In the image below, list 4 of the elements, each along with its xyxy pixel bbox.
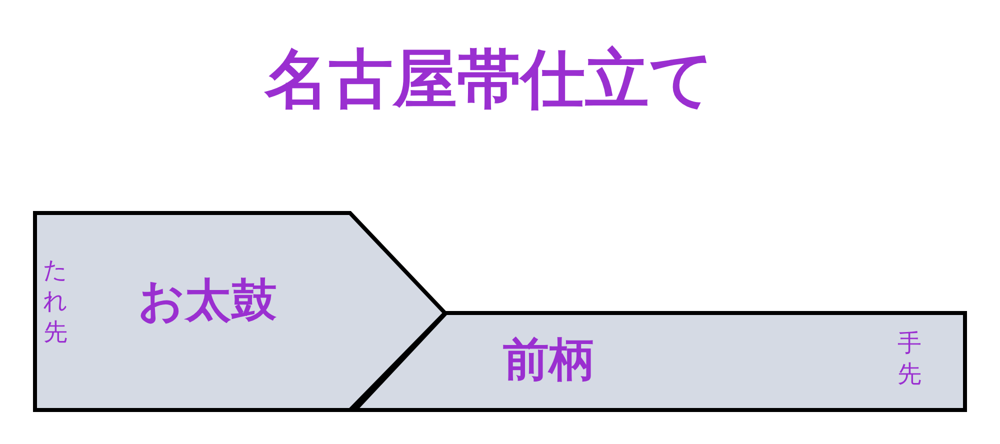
end-label: たれ先 bbox=[43, 255, 68, 348]
part-name: お太鼓 bbox=[138, 277, 277, 323]
end-label: 手先 bbox=[897, 328, 922, 390]
part-name: 前柄 bbox=[503, 336, 595, 382]
